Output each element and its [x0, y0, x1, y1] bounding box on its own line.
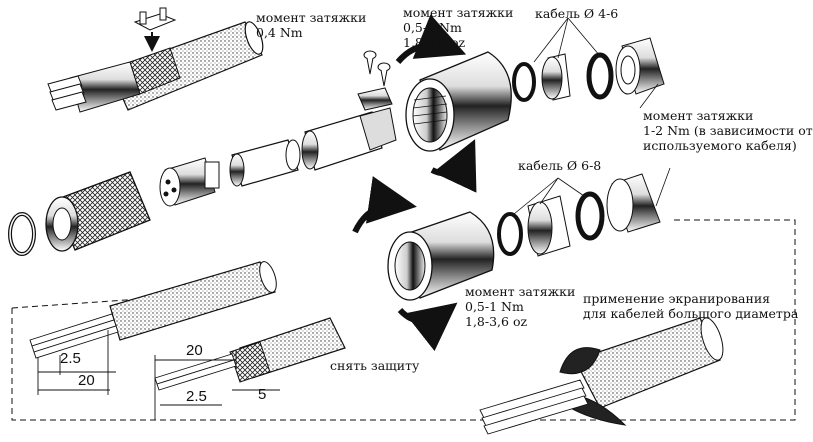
label-shield-line1: применение экранирования [583, 291, 771, 306]
dimension-lines [37, 330, 280, 420]
contact-insert [159, 157, 220, 207]
label-torque-top-left-value: 0,4 Nm [256, 25, 303, 40]
dim-cable2-top: 20 [186, 342, 203, 359]
label-torque-top-mid-oz: 1,8-3,6 oz [403, 35, 466, 50]
label-torque-right-title: момент затяжки [643, 108, 754, 123]
seal-rings-top [512, 37, 665, 102]
seal-rings-bottom [497, 173, 661, 257]
label-torque-top-mid-title: момент затяжки [403, 5, 514, 20]
screws [363, 50, 391, 87]
dashed-frame [11, 219, 796, 421]
stripped-cable-1 [29, 261, 277, 359]
small-bracket [357, 87, 393, 111]
label-torque-bottom-oz: 1,8-3,6 oz [465, 314, 528, 329]
label-torque-top-mid-nm: 0,5-1 Nm [403, 20, 462, 35]
large-shield-cable [479, 317, 724, 435]
label-strip-shield: снять защиту [330, 358, 420, 373]
dim-cable1-long: 20 [78, 372, 95, 389]
knurled-nut [45, 171, 151, 252]
label-torque-bottom-title: момент затяжки [465, 284, 576, 299]
top-cable-assembly [47, 7, 264, 113]
rotation-arrows-top [395, 14, 477, 193]
label-torque-top-left-title: момент затяжки [256, 10, 367, 25]
label-torque-bottom-nm: 0,5-1 Nm [465, 299, 524, 314]
sleeve-left [229, 139, 301, 187]
dim-cable2-short: 2.5 [186, 388, 207, 405]
top-housing [405, 51, 512, 152]
dim-cable1-short: 2.5 [60, 350, 81, 367]
label-torque-right-line2: используемого кабеля) [643, 138, 797, 153]
label-cable-6-8: кабель Ø 6-8 [518, 158, 602, 173]
label-shield-line2: для кабелей большого диаметра [583, 306, 799, 321]
o-ring-left [8, 212, 36, 256]
clamp-part [133, 7, 177, 52]
rotation-arrows-bottom [352, 176, 458, 352]
bottom-housing [387, 211, 495, 301]
label-cable-4-6: кабель Ø 4-6 [535, 6, 619, 21]
stripped-cable-2 [154, 317, 346, 391]
sleeve-right [301, 107, 397, 171]
dim-cable2-five: 5 [258, 386, 267, 403]
leader-lines [513, 17, 671, 215]
label-torque-right-line1: 1-2 Nm (в зависимости от [643, 123, 813, 138]
